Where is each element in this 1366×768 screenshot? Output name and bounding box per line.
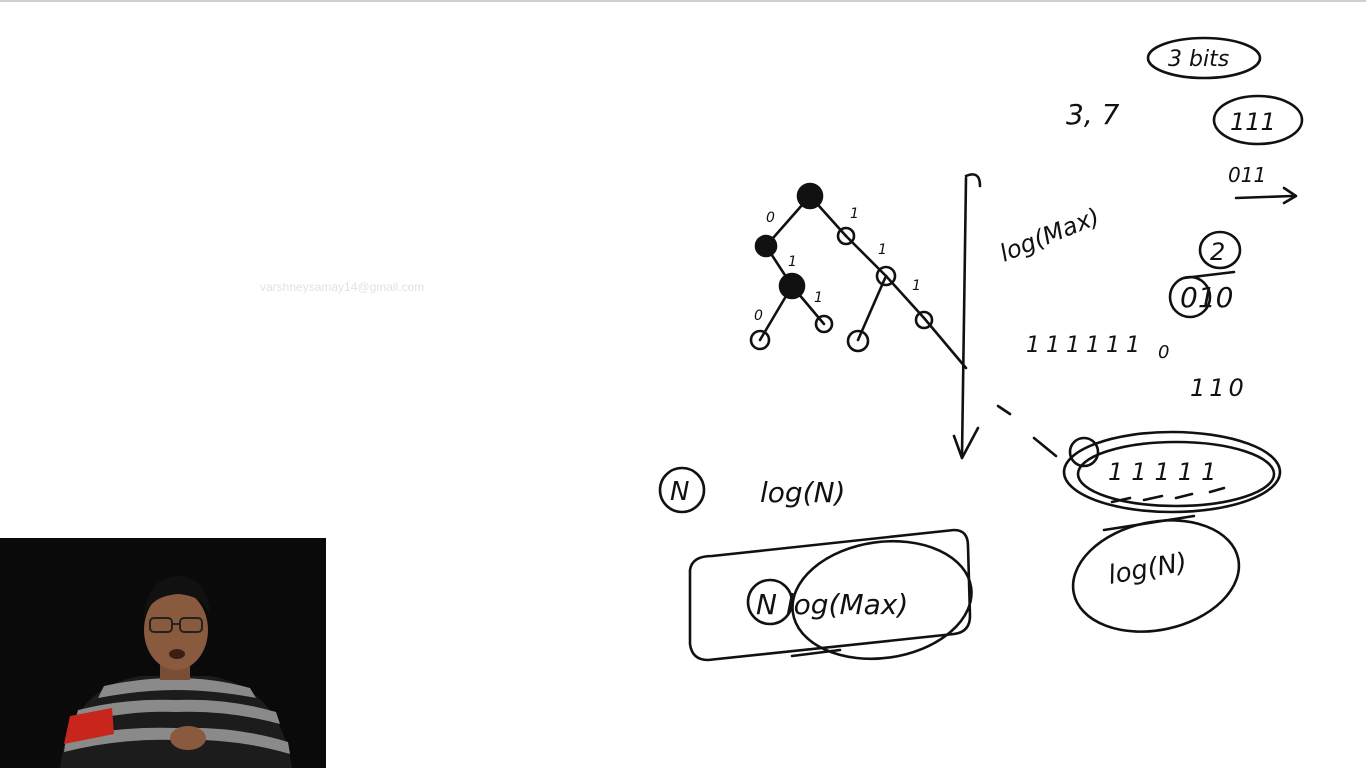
arrow-head (1282, 186, 1298, 205)
ones-row-label: 111111 (1026, 333, 1146, 358)
trie-node (814, 314, 834, 334)
log-n-label: log(N) (760, 476, 845, 509)
underline-dash (1208, 486, 1226, 494)
vertical-arrow-head (952, 426, 980, 460)
presenter-video-icon (0, 538, 326, 768)
trie-node (754, 234, 778, 258)
edge-label: 1 (814, 290, 823, 306)
edge-label: 1 (912, 278, 921, 294)
binary-011-label: 011 (1228, 163, 1266, 187)
edge-label: 1 (850, 206, 859, 222)
trie-node (914, 310, 934, 330)
edge-label: 1 (788, 254, 797, 270)
trie-edge (856, 274, 888, 342)
two-label: 2 (1210, 238, 1225, 266)
bits-circle (1146, 36, 1262, 80)
bits-label: 3 bits (1168, 47, 1229, 72)
log-max-label: log(Max) (996, 202, 1104, 267)
binary-111-label: 111 (1230, 108, 1276, 136)
ones-outer-ellipse (1062, 430, 1282, 514)
two-circle (1198, 230, 1242, 270)
trie-node (778, 272, 806, 300)
binary-010-label: 010 (1180, 281, 1233, 314)
edge-label: 0 (766, 210, 775, 226)
trie-node (836, 226, 856, 246)
presenter-webcam (0, 538, 326, 768)
trie-node (875, 265, 897, 287)
small-circled-node (1068, 436, 1100, 468)
trie-node (846, 329, 870, 353)
underline-dash (1142, 494, 1164, 502)
email-watermark: varshneysamay14@gmail.com (260, 280, 425, 294)
dash (1032, 436, 1058, 458)
n-circle (658, 466, 706, 514)
n-log-max-underline (790, 648, 842, 658)
top-border (0, 0, 1366, 2)
edge-label: 1 (878, 242, 887, 258)
edge-label: 0 (754, 308, 763, 324)
arrow-top-hook (964, 173, 982, 188)
n-log-max-box (688, 528, 972, 662)
zero-small-label: 0 (1158, 342, 1169, 363)
underline-dash (1110, 496, 1132, 504)
ones-inner-ellipse (1076, 440, 1276, 508)
trie-node (749, 329, 771, 351)
trie-root-node (796, 182, 824, 210)
arrow-underline (1234, 194, 1294, 200)
n-log-max-label: N log(Max) (756, 588, 908, 621)
dash (996, 404, 1012, 416)
underline-dash (1174, 492, 1194, 500)
trie-edge (922, 316, 968, 370)
numbers-label: 3, 7 (1066, 98, 1120, 131)
vertical-arrow (960, 176, 968, 458)
n-circled-label: N (670, 477, 689, 507)
log-max-ellipse (791, 539, 973, 661)
underlined-ones-label: 11111 (1108, 458, 1224, 486)
log-n-overline (1102, 514, 1196, 532)
binary-111-circle (1212, 94, 1304, 146)
overline (1182, 270, 1236, 280)
binary-110-label: 110 (1190, 374, 1248, 402)
log-n-circled-label: log(N) (1106, 548, 1189, 591)
